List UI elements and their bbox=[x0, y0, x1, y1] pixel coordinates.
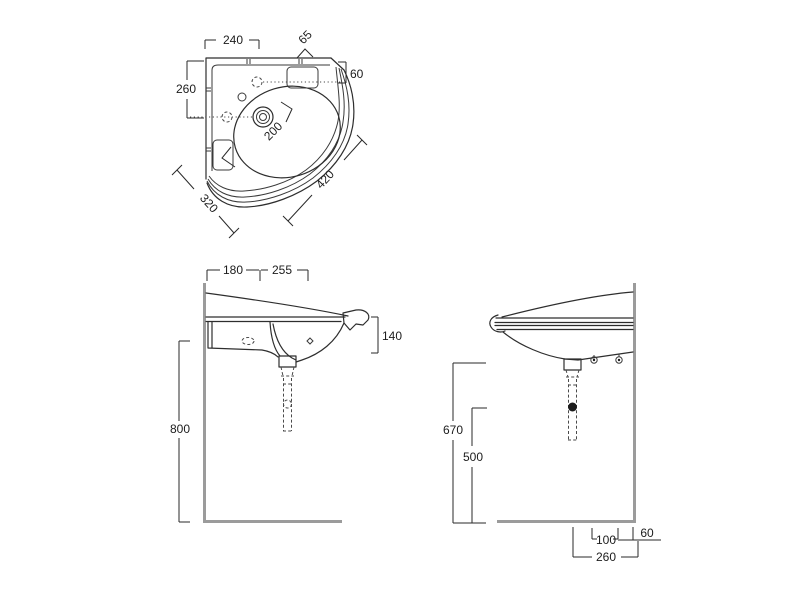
front-waste-trap bbox=[278, 355, 297, 368]
dim-label-420: 420 bbox=[313, 167, 337, 191]
dim-260-side: 260 bbox=[572, 527, 639, 564]
bowl-outline bbox=[233, 85, 341, 179]
plan-mounting-ticks bbox=[206, 59, 303, 152]
plan-front-edge-line3 bbox=[207, 67, 345, 198]
side-pipe-connection-dot bbox=[568, 402, 577, 412]
drain-hole bbox=[259, 113, 267, 121]
plan-outline-top-left bbox=[205, 57, 332, 180]
dim-label-260-plan: 260 bbox=[176, 82, 196, 96]
dim-60-plan: 60 bbox=[338, 61, 364, 84]
drain-mid-ring bbox=[256, 110, 270, 124]
plan-front-edge-line2 bbox=[206, 68, 350, 203]
dim-label-670: 670 bbox=[443, 423, 463, 437]
dim-65: 65 bbox=[295, 27, 315, 59]
dim-label-180: 180 bbox=[223, 263, 243, 277]
front-bowl-underside bbox=[295, 322, 345, 363]
dim-label-320: 320 bbox=[197, 191, 221, 215]
dim-260-plan: 260 bbox=[176, 60, 204, 119]
tap-hole-option-1 bbox=[251, 76, 263, 88]
plan-view: 240 65 60 260 200 320 420 bbox=[171, 27, 368, 239]
dim-140: 140 bbox=[371, 316, 402, 354]
fixing-bolt-right-dot bbox=[617, 358, 621, 362]
plan-deck-inner-line bbox=[211, 64, 330, 171]
dim-label-65: 65 bbox=[295, 27, 315, 47]
plan-front-edge-inner bbox=[208, 66, 340, 192]
dim-800: 800 bbox=[170, 340, 190, 523]
dim-label-240: 240 bbox=[223, 33, 243, 47]
tap-hole-option-2 bbox=[221, 111, 233, 123]
dim-500: 500 bbox=[463, 407, 487, 523]
soap-dish-left bbox=[212, 139, 234, 171]
side-bowl-underside bbox=[502, 331, 634, 361]
front-waste-pipe bbox=[280, 366, 295, 432]
front-elevation-view: 180 255 140 800 bbox=[170, 263, 402, 523]
dim-label-260-side: 260 bbox=[596, 550, 616, 564]
dim-label-100: 100 bbox=[596, 533, 616, 547]
front-bowl-divider bbox=[269, 321, 297, 361]
dim-label-140: 140 bbox=[382, 329, 402, 343]
dim-label-800: 800 bbox=[170, 422, 190, 436]
overflow-hole bbox=[237, 92, 247, 102]
plan-corner-chamfer-edge bbox=[330, 57, 345, 71]
dim-label-255: 255 bbox=[272, 263, 292, 277]
front-fixing-mark bbox=[306, 337, 314, 345]
side-rim-lines bbox=[494, 317, 634, 331]
dim-label-500: 500 bbox=[463, 450, 483, 464]
front-left-section bbox=[207, 321, 279, 358]
dim-60-side: 60 bbox=[618, 526, 661, 541]
dim-label-60-side: 60 bbox=[640, 526, 654, 540]
side-top-edge bbox=[501, 291, 634, 318]
dim-670: 670 bbox=[443, 362, 486, 524]
dim-100: 100 bbox=[591, 528, 619, 547]
side-waste-trap bbox=[563, 358, 582, 371]
side-rim-nose bbox=[489, 314, 506, 333]
front-rim-lip bbox=[342, 309, 370, 331]
side-waste-pipe bbox=[565, 369, 580, 441]
fixing-bolt-right bbox=[615, 356, 623, 364]
drain-outer-ring bbox=[252, 106, 274, 128]
side-elevation-view: 670 500 100 60 260 bbox=[443, 283, 661, 564]
front-rim-lines bbox=[205, 316, 346, 323]
front-top-edge bbox=[205, 292, 349, 317]
fixing-bolt-left-dot bbox=[592, 358, 596, 362]
dim-label-200: 200 bbox=[261, 119, 285, 143]
dim-240: 240 bbox=[204, 33, 260, 49]
fixing-bolt-left bbox=[590, 356, 598, 364]
dim-label-60-plan: 60 bbox=[350, 67, 364, 81]
soap-dish-right bbox=[286, 66, 319, 89]
plan-front-edge-outer bbox=[206, 69, 355, 208]
front-pipe-detail bbox=[283, 399, 292, 409]
dim-180-255: 180 255 bbox=[206, 263, 309, 281]
front-overflow-hidden bbox=[241, 337, 255, 345]
dim-420: 420 bbox=[282, 134, 368, 227]
